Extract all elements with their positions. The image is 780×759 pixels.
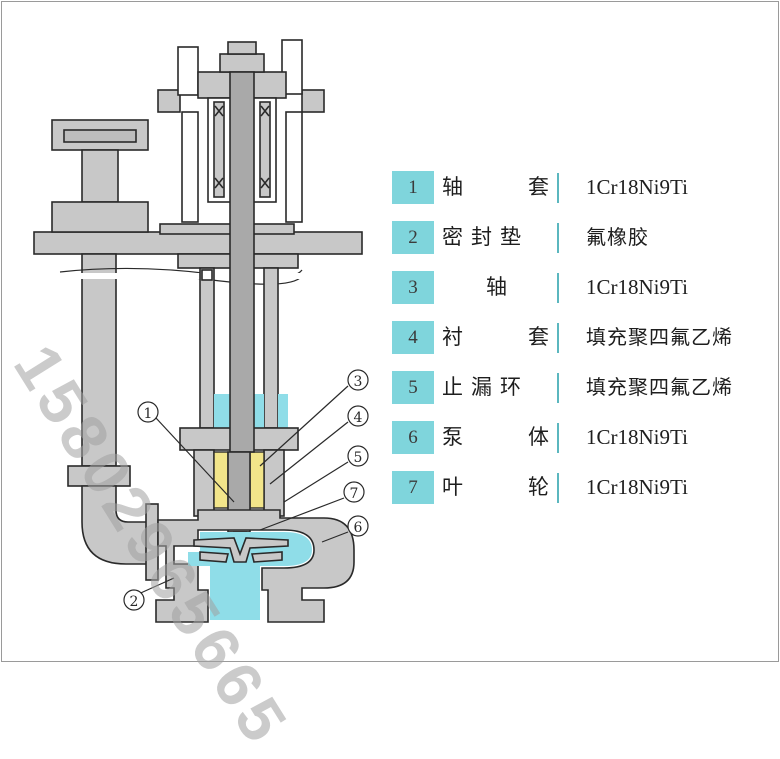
part-number: 7 (392, 471, 434, 504)
part-material: 1Cr18Ni9Ti (586, 175, 688, 199)
parts-row: 5 止漏环 填充聚四氟乙烯 (390, 367, 770, 405)
part-material: 1Cr18Ni9Ti (586, 475, 688, 499)
svg-text:7: 7 (350, 486, 359, 502)
callout-2: 2 (123, 589, 145, 611)
mounting-plate (33, 223, 363, 255)
part-name: 密封垫 (442, 225, 529, 249)
liquid-right (278, 394, 288, 434)
svg-text:4: 4 (354, 410, 363, 426)
pump-drawing: 1 2 3 4 5 7 6 (33, 39, 369, 623)
callout-1: 1 (137, 401, 159, 423)
shaft (227, 71, 255, 558)
pump-body (155, 509, 355, 623)
parts-row: 3 轴 1Cr18Ni9Ti (390, 267, 770, 305)
part-material: 氟橡胶 (586, 225, 649, 249)
part-material: 填充聚四氟乙烯 (586, 325, 733, 349)
callout-5: 5 (347, 445, 369, 467)
svg-text:1: 1 (144, 406, 153, 422)
part-name: 泵体 (442, 425, 550, 449)
parts-row: 6 泵体 1Cr18Ni9Ti (390, 417, 770, 455)
callout-3: 3 (347, 369, 369, 391)
callout-4: 4 (347, 405, 369, 427)
table-divider (557, 223, 559, 253)
impeller (193, 537, 289, 563)
callout-6: 6 (347, 515, 369, 537)
parts-row: 7 叶轮 1Cr18Ni9Ti (390, 467, 770, 505)
table-divider (557, 473, 559, 503)
parts-row: 4 衬套 填充聚四氟乙烯 (390, 317, 770, 355)
parts-row: 1 轴套 1Cr18Ni9Ti (390, 167, 770, 205)
part-number: 6 (392, 421, 434, 454)
svg-text:5: 5 (354, 450, 363, 466)
table-divider (557, 323, 559, 353)
part-material: 1Cr18Ni9Ti (586, 275, 688, 299)
part-number: 3 (392, 271, 434, 304)
part-number: 1 (392, 171, 434, 204)
table-divider (557, 423, 559, 453)
table-divider (557, 373, 559, 403)
parts-row: 2 密封垫 氟橡胶 (390, 217, 770, 255)
outlet-pipe (51, 119, 159, 581)
callout-7: 7 (343, 481, 365, 503)
part-number: 4 (392, 321, 434, 354)
motor-bracket (157, 39, 325, 223)
part-name: 叶轮 (442, 475, 550, 499)
table-divider (557, 273, 559, 303)
svg-text:2: 2 (130, 594, 139, 610)
part-name: 轴 (486, 275, 508, 299)
part-name: 衬套 (442, 325, 550, 349)
table-divider (557, 173, 559, 203)
bearing-housing (179, 427, 299, 517)
part-name: 止漏环 (442, 375, 529, 399)
part-material: 填充聚四氟乙烯 (586, 375, 733, 399)
part-name: 轴套 (442, 175, 550, 199)
svg-text:3: 3 (354, 374, 363, 390)
part-number: 2 (392, 221, 434, 254)
part-material: 1Cr18Ni9Ti (586, 425, 688, 449)
svg-text:6: 6 (354, 520, 363, 536)
part-number: 5 (392, 371, 434, 404)
